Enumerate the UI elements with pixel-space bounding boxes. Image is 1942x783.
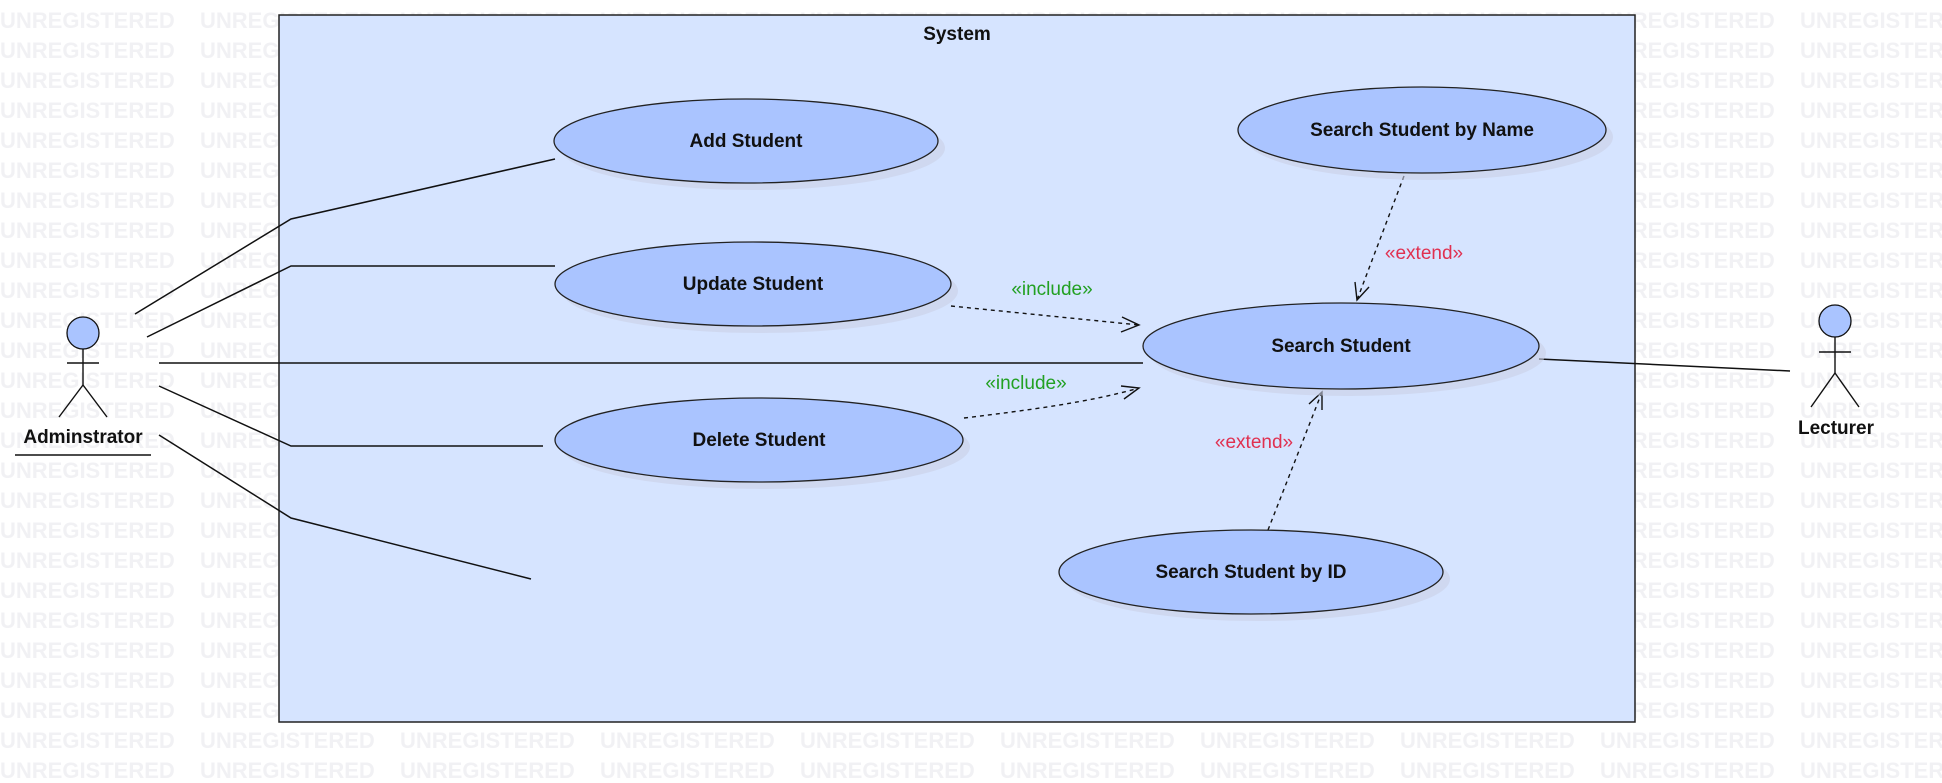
watermark-text: UNREGISTERED — [1800, 248, 1942, 273]
watermark-text: UNREGISTERED — [0, 428, 175, 453]
watermark-text: UNREGISTERED — [1800, 758, 1942, 783]
watermark-text: UNREGISTERED — [1800, 338, 1942, 363]
assoc-admin-update-student[interactable] — [146, 265, 555, 338]
watermark-text: UNREGISTERED — [600, 758, 775, 783]
watermark-text: UNREGISTERED — [200, 758, 375, 783]
watermark-text: UNREGISTERED — [1800, 608, 1942, 633]
actor-label-lecturer: Lecturer — [1798, 418, 1875, 439]
use-case-search-by-name[interactable]: Search Student by Name — [1237, 86, 1613, 180]
watermark-text: UNREGISTERED — [0, 128, 175, 153]
include-label-delete: «include» — [985, 373, 1066, 394]
use-case-label: Search Student by Name — [1310, 120, 1534, 141]
watermark-text: UNREGISTERED — [1800, 578, 1942, 603]
use-case-label: Search Student — [1271, 336, 1411, 357]
extend-label-name: «extend» — [1385, 243, 1463, 264]
watermark-text: UNREGISTERED — [1800, 128, 1942, 153]
watermark-text: UNREGISTERED — [1600, 728, 1775, 753]
watermark-text: UNREGISTERED — [1800, 488, 1942, 513]
actor-head-icon — [66, 316, 100, 350]
use-case-search-by-id[interactable]: Search Student by ID — [1058, 529, 1450, 621]
watermark-text: UNREGISTERED — [1800, 668, 1942, 693]
watermark-text: UNREGISTERED — [0, 638, 175, 663]
actor-label-administrator: Adminstrator — [23, 427, 143, 448]
use-case-update-student[interactable]: Update Student — [554, 241, 958, 333]
extend-name-search-arrowhead — [1354, 281, 1370, 302]
watermark-text: UNREGISTERED — [1800, 458, 1942, 483]
watermark-text: UNREGISTERED — [0, 488, 175, 513]
watermark-text: UNREGISTERED — [0, 8, 175, 33]
assoc-admin-add-student[interactable] — [134, 158, 556, 315]
use-case-label: Search Student by ID — [1155, 562, 1346, 583]
watermark-text: UNREGISTERED — [1000, 758, 1175, 783]
watermark-text: UNREGISTERED — [1800, 728, 1942, 753]
extend-label-id: «extend» — [1215, 432, 1293, 453]
watermark-text: UNREGISTERED — [1800, 8, 1942, 33]
watermark-text: UNREGISTERED — [1800, 548, 1942, 573]
watermark-text: UNREGISTERED — [0, 368, 175, 393]
watermark-text: UNREGISTERED — [0, 608, 175, 633]
watermark-text: UNREGISTERED — [1400, 758, 1575, 783]
watermark-text: UNREGISTERED — [1800, 518, 1942, 543]
system-title: System — [923, 24, 991, 45]
watermark-text: UNREGISTERED — [1200, 728, 1375, 753]
watermark-text: UNREGISTERED — [1400, 728, 1575, 753]
assoc-admin-delete-student[interactable] — [158, 385, 543, 447]
watermark-text: UNREGISTERED — [1800, 158, 1942, 183]
watermark-text: UNREGISTERED — [0, 248, 175, 273]
use-case-label: Update Student — [683, 274, 824, 295]
watermark-text: UNREGISTERED — [1800, 428, 1942, 453]
watermark-text: UNREGISTERED — [1000, 728, 1175, 753]
watermark-text: UNREGISTERED — [0, 398, 175, 423]
watermark-text: UNREGISTERED — [0, 98, 175, 123]
use-case-delete-student[interactable]: Delete Student — [554, 397, 970, 489]
watermark-text: UNREGISTERED — [0, 698, 175, 723]
use-case-label: Add Student — [690, 131, 804, 152]
watermark-text: UNREGISTERED — [0, 278, 175, 303]
watermark-text: UNREGISTERED — [1800, 68, 1942, 93]
watermark-text: UNREGISTERED — [1800, 38, 1942, 63]
watermark-text: UNREGISTERED — [0, 548, 175, 573]
watermark-text: UNREGISTERED — [0, 578, 175, 603]
actor-lecturer[interactable]: Lecturer — [1798, 304, 1875, 439]
watermark-text: UNREGISTERED — [1800, 98, 1942, 123]
watermark-text: UNREGISTERED — [1800, 638, 1942, 663]
watermark-text: UNREGISTERED — [1800, 368, 1942, 393]
use-case-add-student[interactable]: Add Student — [553, 98, 945, 190]
include-label-update: «include» — [1011, 279, 1092, 300]
watermark-text: UNREGISTERED — [0, 38, 175, 63]
watermark-text: UNREGISTERED — [0, 218, 175, 243]
include-delete-search-arrowhead — [1120, 385, 1141, 400]
watermark-text: UNREGISTERED — [1800, 278, 1942, 303]
watermark-text: UNREGISTERED — [1800, 698, 1942, 723]
watermark-text: UNREGISTERED — [1800, 188, 1942, 213]
watermark-text: UNREGISTERED — [0, 458, 175, 483]
watermark-text: UNREGISTERED — [1800, 218, 1942, 243]
watermark-text: UNREGISTERED — [600, 728, 775, 753]
watermark-text: UNREGISTERED — [400, 758, 575, 783]
use-case-search-student[interactable]: Search Student — [1142, 302, 1546, 396]
watermark-text: UNREGISTERED — [0, 668, 175, 693]
watermark-text: UNREGISTERED — [1200, 758, 1375, 783]
watermark-text: UNREGISTERED — [0, 188, 175, 213]
watermark-text: UNREGISTERED — [400, 728, 575, 753]
watermark-text: UNREGISTERED — [0, 68, 175, 93]
actor-head-icon — [1818, 304, 1852, 338]
watermark-text: UNREGISTERED — [0, 728, 175, 753]
watermark-text: UNREGISTERED — [0, 158, 175, 183]
actor-administrator[interactable]: Adminstrator — [15, 316, 151, 456]
extend-id-search-line[interactable] — [1267, 391, 1323, 531]
watermark-text: UNREGISTERED — [0, 758, 175, 783]
assoc-lecturer-search-student[interactable] — [1538, 358, 1791, 372]
watermark-text: UNREGISTERED — [1600, 758, 1775, 783]
watermark-text: UNREGISTERED — [1800, 398, 1942, 423]
use-case-label: Delete Student — [692, 430, 826, 451]
assoc-admin-dangling[interactable] — [158, 434, 532, 580]
include-update-search-arrowhead — [1120, 316, 1141, 333]
watermark-text: UNREGISTERED — [200, 728, 375, 753]
watermark-text: UNREGISTERED — [800, 758, 975, 783]
extend-name-search-line[interactable] — [1356, 175, 1405, 301]
watermark-text: UNREGISTERED — [800, 728, 975, 753]
watermark-text: UNREGISTERED — [0, 518, 175, 543]
